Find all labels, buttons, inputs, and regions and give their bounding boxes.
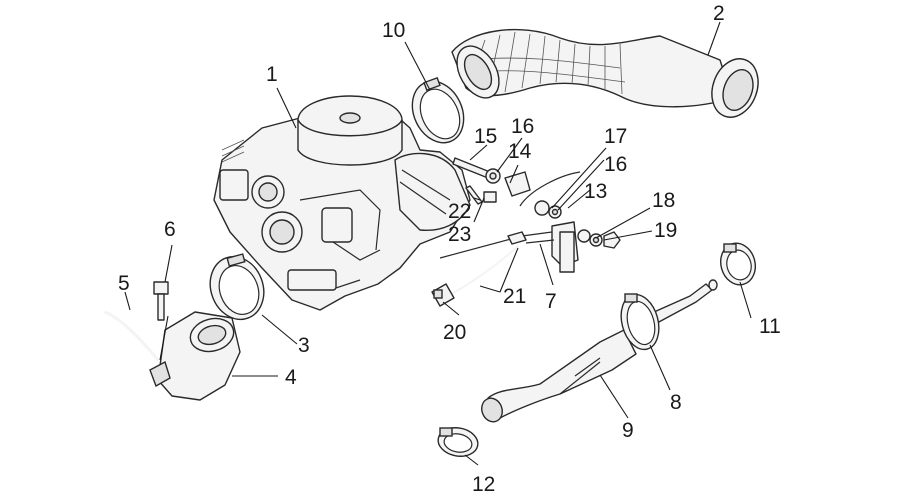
carburetor xyxy=(213,95,471,311)
callout-9: 9 xyxy=(622,419,634,442)
hose-clamp-3 xyxy=(209,253,265,321)
callout-1: 1 xyxy=(266,63,278,86)
callout-22: 22 xyxy=(448,200,471,223)
callout-13: 13 xyxy=(584,180,607,203)
callout-7: 7 xyxy=(545,290,557,313)
callout-17: 17 xyxy=(604,125,627,148)
callout-12: 12 xyxy=(472,473,495,493)
bolt-6 xyxy=(153,281,169,321)
hose-clamp-12 xyxy=(437,427,479,457)
intake-hose xyxy=(451,28,759,118)
callout-20: 20 xyxy=(443,321,466,344)
intake-manifold xyxy=(149,311,241,401)
hose-clamp-11 xyxy=(720,242,756,286)
vacuum-hose-inner xyxy=(104,310,160,361)
callout-15: 15 xyxy=(474,125,497,148)
callout-23: 23 xyxy=(448,223,471,246)
callout-14: 14 xyxy=(508,140,532,163)
callout-10: 10 xyxy=(382,19,405,42)
callout-16a: 16 xyxy=(511,115,534,138)
callout-6: 6 xyxy=(164,218,176,241)
sensor-connector xyxy=(431,231,527,307)
callout-18: 18 xyxy=(652,189,675,212)
callout-16b: 16 xyxy=(604,153,627,176)
small-fasteners xyxy=(452,157,531,205)
callout-4: 4 xyxy=(285,366,297,389)
leader-lines xyxy=(124,21,752,466)
callout-5: 5 xyxy=(118,272,130,295)
callout-21: 21 xyxy=(503,285,526,308)
callout-2: 2 xyxy=(713,2,725,25)
callout-labels: 1 2 3 4 5 6 7 8 9 10 11 12 13 14 15 16 1… xyxy=(118,2,781,493)
hose-clamp-10 xyxy=(411,76,465,144)
callout-8: 8 xyxy=(670,391,682,414)
callout-3: 3 xyxy=(298,334,310,357)
hose-clamp-8 xyxy=(620,293,660,351)
callout-19: 19 xyxy=(654,219,677,242)
callout-11: 11 xyxy=(759,315,781,338)
